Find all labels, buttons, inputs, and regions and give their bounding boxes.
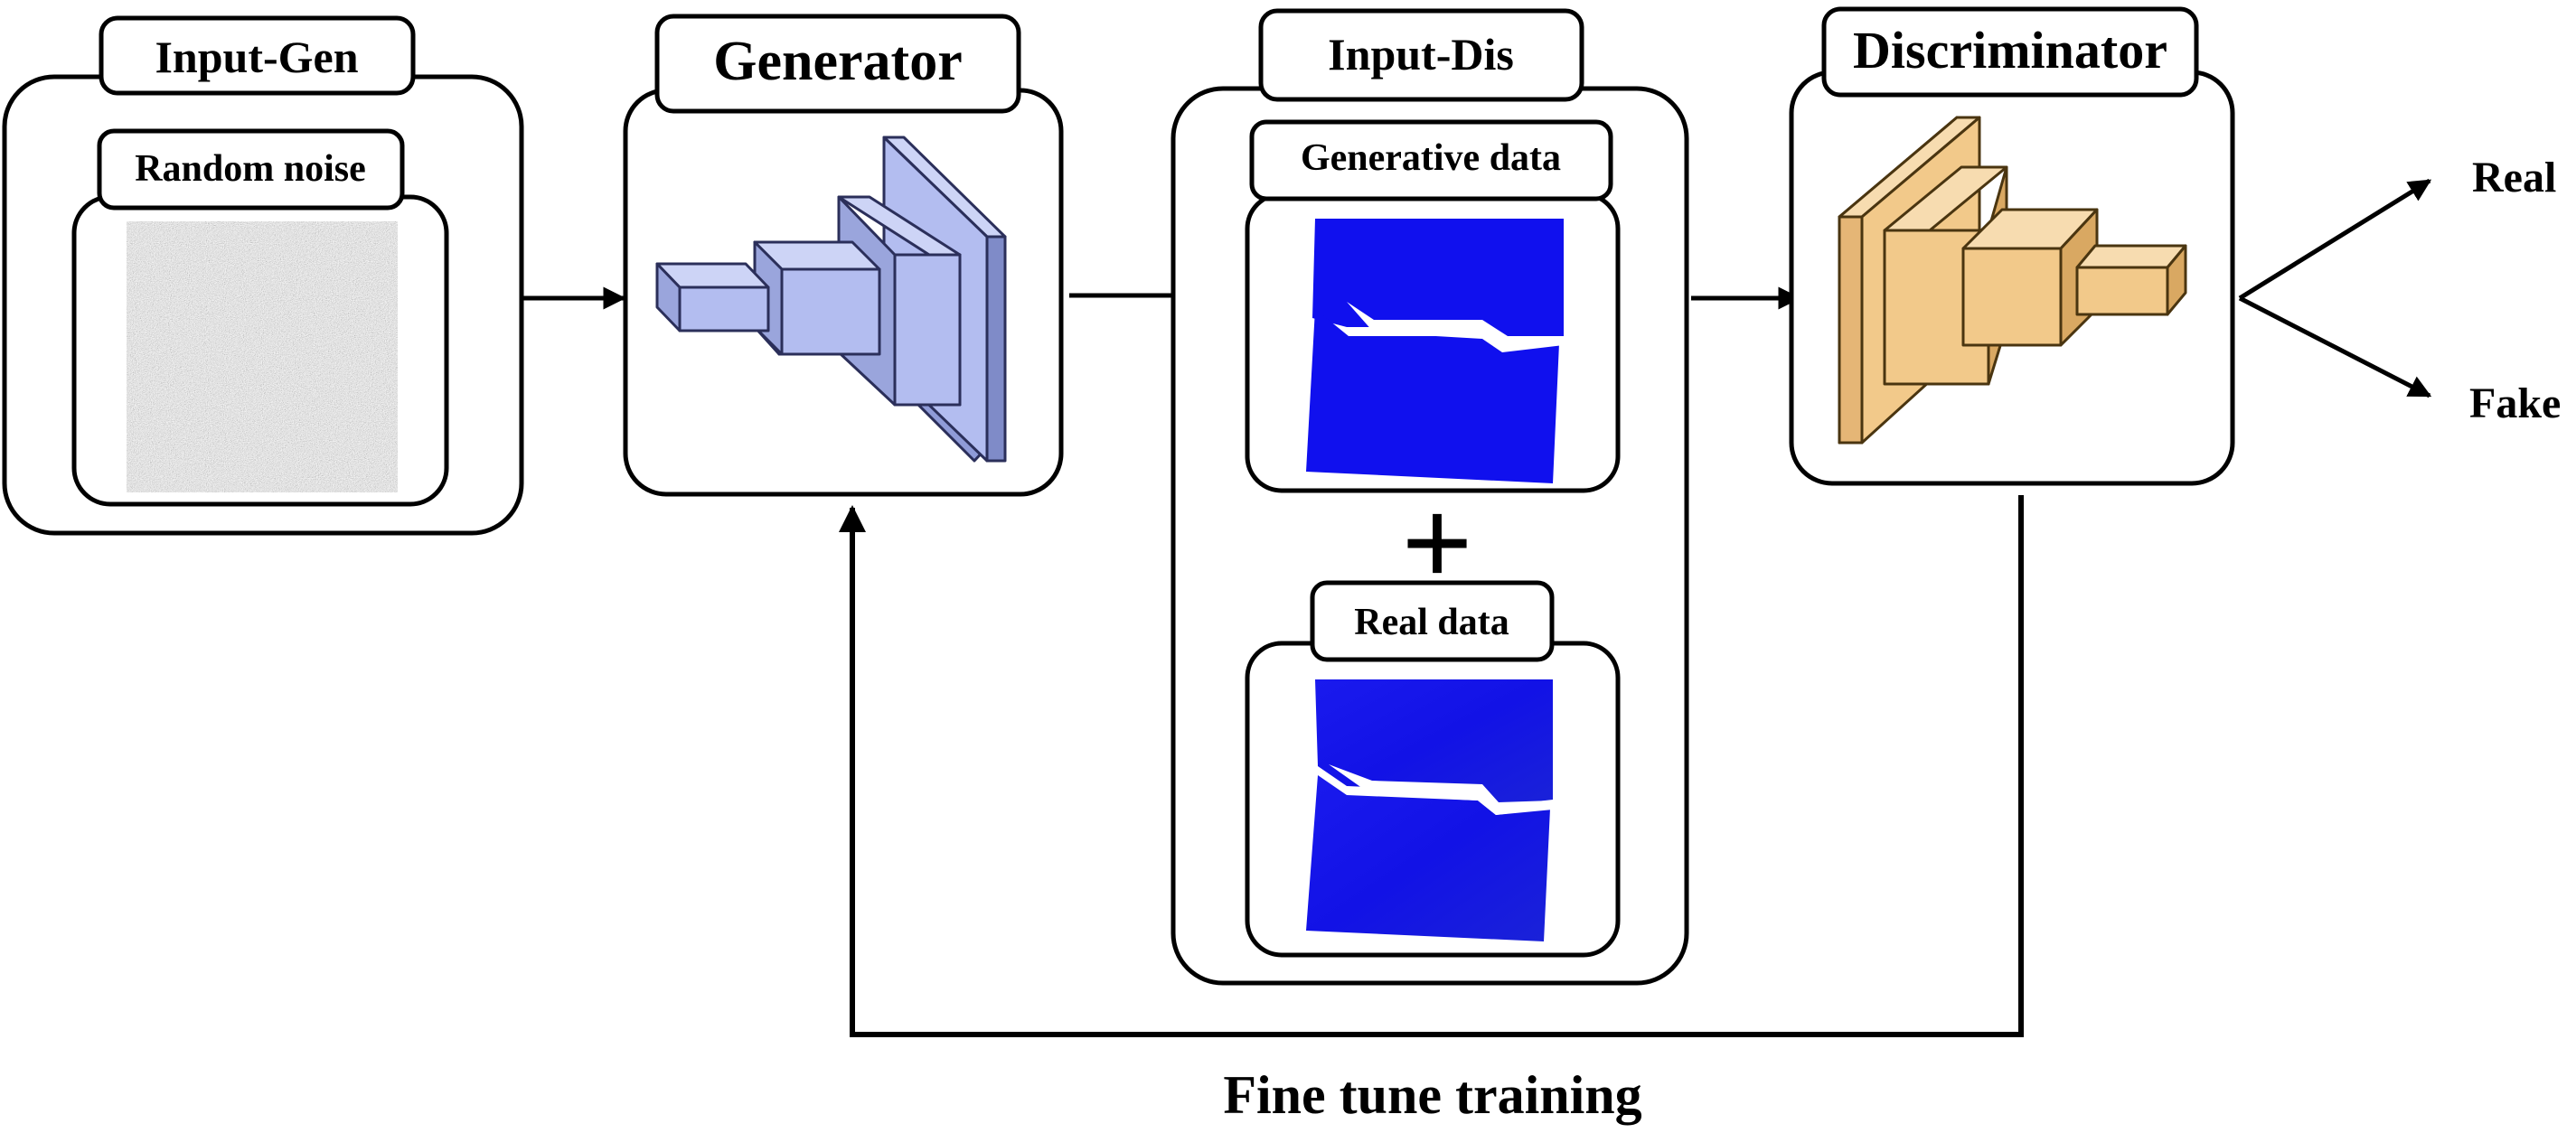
generator-panel: Generator: [623, 14, 1064, 497]
input-dis-panel: Input-Dis Generative data + Real data: [1170, 8, 1689, 986]
random-noise-title-box: [97, 128, 405, 211]
random-noise-image: [127, 221, 398, 492]
arrow-to-fake: [2238, 295, 2432, 398]
input-dis-title-box: [1258, 8, 1584, 102]
output-real-label: Real: [2472, 154, 2556, 201]
generative-data-title-box: [1249, 119, 1613, 201]
discriminator-title-box: [1821, 6, 2199, 98]
discriminator-title: Discriminator: [1853, 21, 2167, 80]
feedback-label: Fine tune training: [1223, 1065, 1641, 1125]
input-gen-title-box: [99, 15, 416, 96]
discriminator-network-icon: [1838, 116, 2187, 445]
real-data-image: [1306, 679, 1553, 941]
input-dis-title: Input-Dis: [1328, 29, 1514, 80]
discriminator-panel: Discriminator: [1789, 6, 2235, 486]
feedback-loop-line: [839, 495, 2024, 1037]
generator-network-icon: [655, 136, 1007, 463]
generator-title-box: [654, 14, 1021, 114]
input-gen-title: Input-Gen: [155, 32, 358, 82]
input-gen-panel: Input-Gen Random noise: [2, 15, 524, 536]
random-noise-title: Random noise: [135, 148, 366, 190]
real-data-title-box: [1310, 580, 1555, 662]
arrow-to-real: [2238, 178, 2432, 301]
output-fake-label: Fake: [2469, 379, 2561, 427]
generator-title: Generator: [713, 31, 962, 92]
generative-data-title: Generative data: [1301, 137, 1561, 179]
real-data-title: Real data: [1354, 602, 1509, 643]
generative-data-image: [1306, 219, 1564, 483]
